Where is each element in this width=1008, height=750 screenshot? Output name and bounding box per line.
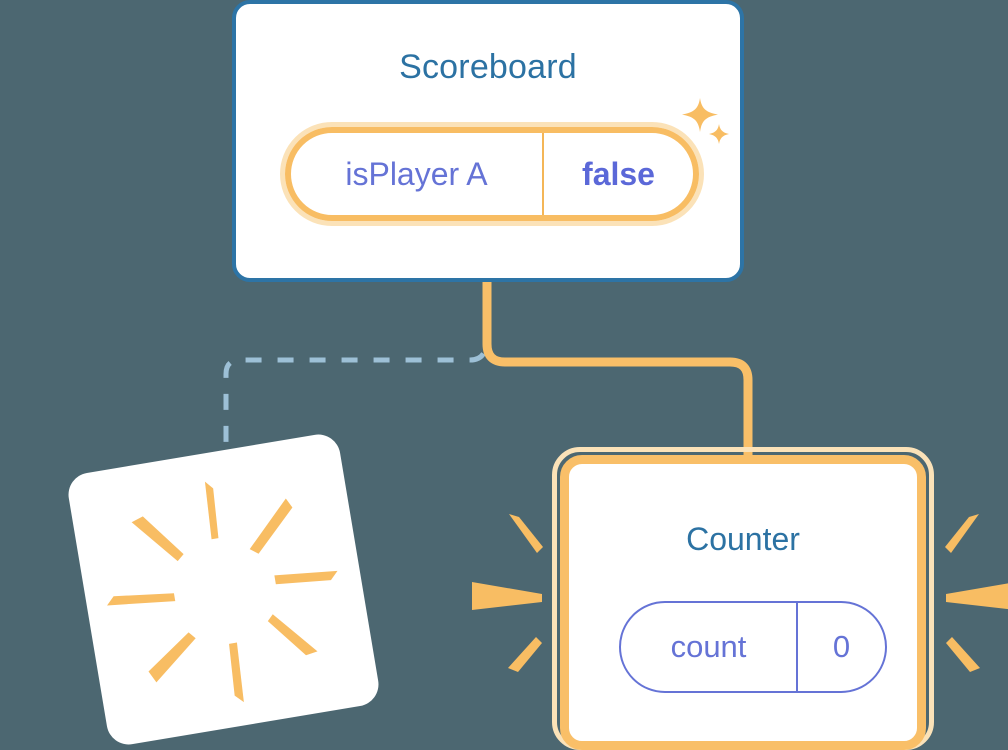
scoreboard-state-pill[interactable]: isPlayer A false	[280, 122, 704, 226]
sparkle-star-icon	[679, 96, 721, 138]
counter-state-key: count	[670, 629, 747, 664]
scoreboard-state-key: isPlayer A	[345, 155, 488, 192]
burst-rays-icon	[107, 481, 338, 703]
pill-body: isPlayer A false	[285, 127, 699, 221]
pill-divider	[542, 133, 544, 215]
burst-rays-right-icon	[945, 514, 1008, 672]
scoreboard-state-value: false	[582, 155, 655, 192]
scoreboard-title: Scoreboard	[399, 48, 577, 86]
burst-rays-left-icon	[472, 514, 543, 672]
counter-title: Counter	[686, 521, 800, 557]
pill-glow-ring	[280, 122, 704, 226]
scoreboard-card[interactable]: Scoreboard isPlayer A false	[232, 0, 744, 282]
counter-state-pill[interactable]: count 0	[619, 601, 887, 693]
connector-scoreboard-to-blank-card	[223, 290, 489, 462]
pill-divider	[796, 603, 798, 691]
blank-card[interactable]	[65, 431, 382, 748]
counter-card[interactable]: Counter count 0	[560, 455, 926, 750]
sparkle-star-small-icon	[706, 122, 732, 148]
counter-state-value: 0	[832, 629, 851, 664]
connector-scoreboard-to-counter	[482, 282, 753, 460]
